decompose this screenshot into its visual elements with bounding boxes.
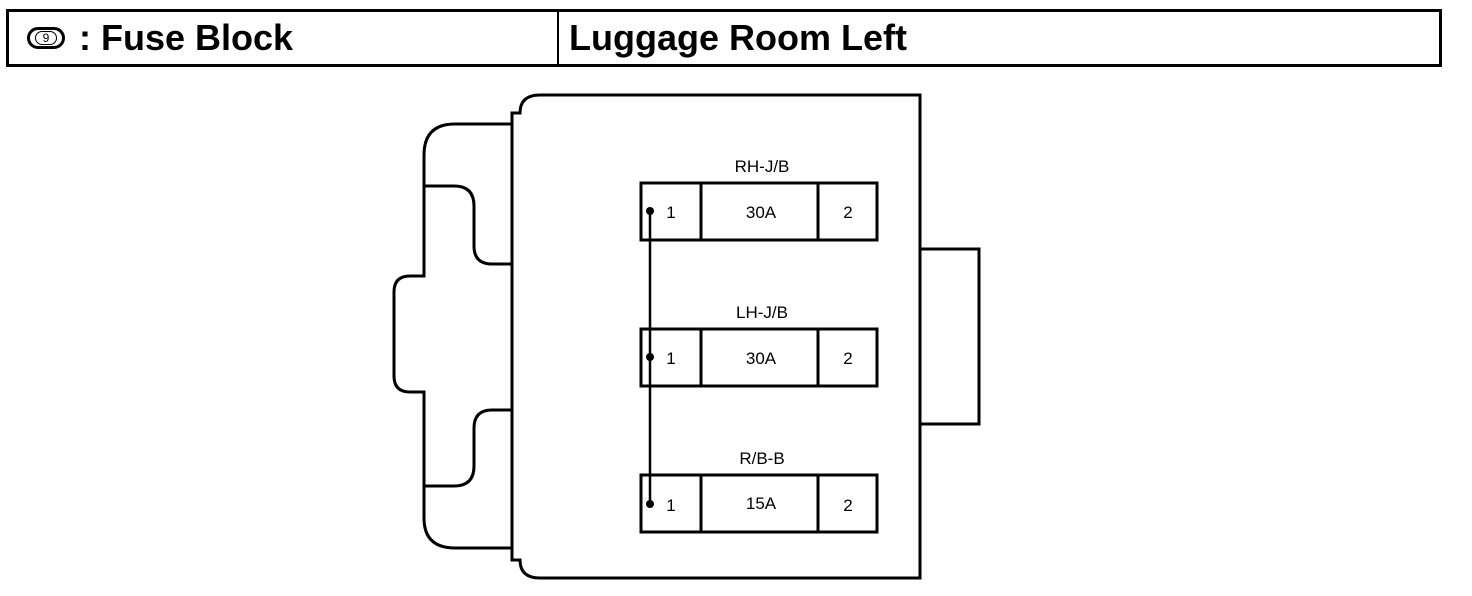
junction-dot	[646, 353, 654, 361]
fuse-name-label: LH-J/B	[736, 303, 788, 322]
junction-dot	[646, 207, 654, 215]
fuse-rating: 30A	[746, 349, 777, 368]
fuse-pin-left: 1	[666, 203, 675, 222]
fuse-slot	[639, 327, 879, 388]
fuse-name-label: RH-J/B	[735, 157, 790, 176]
junction-dot	[646, 500, 654, 508]
fuse-pin-right: 2	[843, 496, 852, 515]
fuse-block-left-inner-lower	[424, 408, 512, 488]
fuse-block-housing	[510, 93, 922, 580]
header-location: Luggage Room Left	[569, 17, 907, 58]
header-bar: 9 : Fuse Block Luggage Room Left	[6, 9, 1442, 67]
fuse-slot	[639, 181, 879, 242]
fuse-name-label: R/B-B	[739, 449, 784, 468]
fuse-rating: 15A	[746, 494, 777, 513]
fuse-pin-right: 2	[843, 349, 852, 368]
fuse-rating: 30A	[746, 203, 777, 222]
connector-number: 9	[35, 31, 57, 45]
fuse-pin-left: 1	[666, 496, 675, 515]
fuse-pin-left: 1	[666, 349, 675, 368]
fuse-block-left-inner-upper	[424, 184, 512, 266]
fuse-slot	[639, 473, 879, 534]
header-location-cell: Luggage Room Left	[559, 12, 1439, 64]
fuse-block-left-clip	[392, 122, 512, 550]
fuse-block-right-tab	[920, 247, 981, 426]
header-title: : Fuse Block	[79, 17, 294, 58]
header-connector-cell: 9 : Fuse Block	[9, 12, 559, 64]
fuse-pin-right: 2	[843, 203, 852, 222]
connector-number-badge-icon: 9	[27, 27, 65, 49]
